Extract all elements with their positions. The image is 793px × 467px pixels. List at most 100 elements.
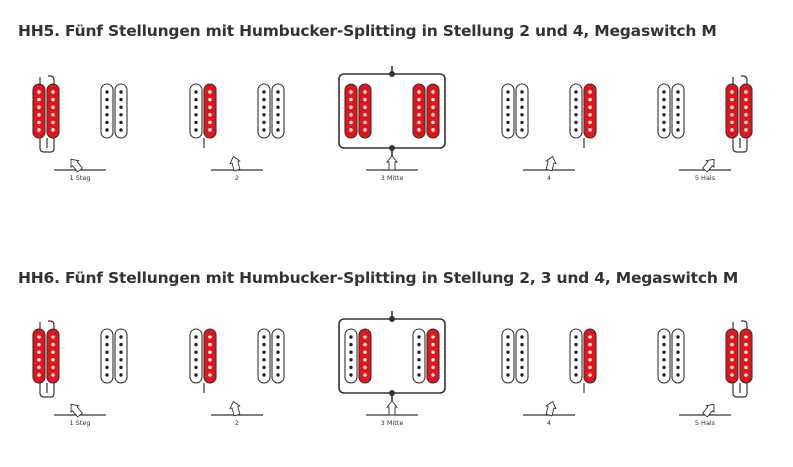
neck-humbucker <box>725 328 753 384</box>
pole-piece <box>363 97 367 102</box>
coil-inner <box>739 328 753 384</box>
pole-piece <box>506 365 510 370</box>
switch-position-3: 3 Mitte <box>338 311 446 427</box>
pole-piece <box>676 342 680 347</box>
pole-piece <box>588 113 592 117</box>
pole-piece <box>276 97 280 102</box>
pole-piece <box>431 113 435 117</box>
pole-piece <box>51 373 55 377</box>
coil-outer <box>32 328 46 384</box>
coil-body <box>515 328 529 384</box>
pole-piece <box>506 90 510 94</box>
pole-piece <box>262 97 266 102</box>
coil-inner <box>358 328 372 384</box>
coil-body <box>412 328 426 384</box>
pole-piece <box>431 373 435 377</box>
position-label: 3 Mitte <box>381 174 404 182</box>
neck-humbucker <box>257 83 285 139</box>
pole-piece <box>417 350 421 354</box>
pole-piece <box>417 105 421 109</box>
coil-inner <box>515 83 529 139</box>
switch-lever: 1 Steg <box>54 403 106 427</box>
pole-piece <box>744 350 748 354</box>
coil-loop-wire <box>732 75 748 153</box>
pole-piece <box>51 128 55 132</box>
pole-piece <box>363 358 367 362</box>
pole-piece <box>588 350 592 354</box>
pole-piece <box>506 97 510 102</box>
bridge-humbucker <box>189 83 217 139</box>
junction-dot <box>389 316 395 322</box>
pole-piece <box>119 105 123 109</box>
pole-piece <box>276 120 280 125</box>
pole-piece <box>662 113 666 117</box>
coil-body <box>583 83 597 139</box>
pole-piece <box>105 335 109 339</box>
coil-loop-wire <box>732 320 748 398</box>
pole-piece <box>119 342 123 347</box>
bridge-humbucker <box>344 328 372 384</box>
pole-piece <box>51 90 55 94</box>
neck-humbucker <box>725 83 753 139</box>
coil-outer <box>100 328 114 384</box>
pole-piece <box>520 365 524 370</box>
coil-outer <box>501 83 515 139</box>
switch-lever-icon <box>545 400 557 417</box>
switch-lever: 2 <box>211 400 263 427</box>
bridge-humbucker <box>189 328 217 384</box>
switch-lever-icon <box>702 158 715 173</box>
pole-piece <box>520 350 524 354</box>
coil-body <box>189 83 203 139</box>
pole-piece <box>51 120 55 125</box>
pole-piece <box>37 113 41 117</box>
switch-position-1: 1 Steg <box>32 320 128 427</box>
pole-piece <box>105 350 109 354</box>
pole-piece <box>744 342 748 347</box>
coil-body <box>739 83 753 139</box>
coil-body <box>426 328 440 384</box>
coil-outer <box>100 83 114 139</box>
pole-piece <box>588 120 592 125</box>
pole-piece <box>51 342 55 347</box>
coil-body <box>32 328 46 384</box>
pole-piece <box>119 120 123 125</box>
pole-piece <box>363 365 367 370</box>
coil-outer <box>32 83 46 139</box>
coil-outer <box>725 328 739 384</box>
pole-piece <box>262 120 266 125</box>
pole-piece <box>194 358 198 362</box>
coil-outer <box>412 83 426 139</box>
coil-body <box>501 328 515 384</box>
pole-piece <box>51 105 55 109</box>
pole-piece <box>676 97 680 102</box>
pole-piece <box>208 97 212 102</box>
pole-piece <box>662 358 666 362</box>
pole-piece <box>662 373 666 377</box>
pole-piece <box>588 335 592 339</box>
coil-body <box>203 328 217 384</box>
pole-piece <box>194 113 198 117</box>
pole-piece <box>662 342 666 347</box>
bridge-humbucker <box>32 328 60 384</box>
coil-body <box>501 83 515 139</box>
coil-inner <box>203 328 217 384</box>
pole-piece <box>262 90 266 94</box>
pole-piece <box>520 342 524 347</box>
coil-outer <box>569 328 583 384</box>
coil-inner <box>46 328 60 384</box>
pole-piece <box>349 105 353 109</box>
pole-piece <box>37 97 41 102</box>
coil-inner <box>739 83 753 139</box>
pole-piece <box>676 365 680 370</box>
pole-piece <box>506 128 510 132</box>
switch-lever: 5 Hals <box>679 403 731 427</box>
coil-body <box>114 83 128 139</box>
pole-piece <box>119 113 123 117</box>
coil-outer <box>657 83 671 139</box>
pole-piece <box>349 90 353 94</box>
pole-piece <box>51 97 55 102</box>
coil-body <box>271 83 285 139</box>
pole-piece <box>506 335 510 339</box>
pole-piece <box>363 342 367 347</box>
pole-piece <box>417 365 421 370</box>
